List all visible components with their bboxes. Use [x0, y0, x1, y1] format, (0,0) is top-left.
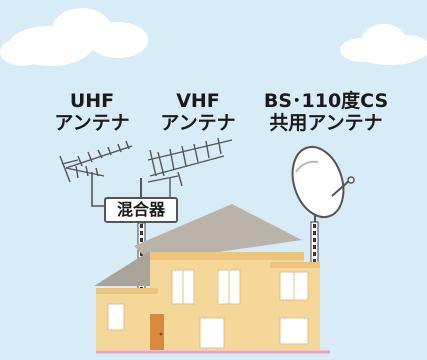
uhf-label-line1: UHF: [69, 90, 115, 112]
vhf-label-line1: VHF: [176, 90, 220, 112]
uhf-feed-cable: [91, 172, 104, 207]
cloud-left: [0, 8, 148, 66]
house: [94, 204, 320, 360]
cloud-right: [340, 24, 427, 65]
vhf-label-line2: アンテナ: [160, 112, 236, 134]
bs-cs-label-line1: BS･110度CS: [263, 90, 389, 112]
bs-cs-label-line2: 共用アンテナ: [269, 112, 383, 134]
uhf-antenna-icon: [59, 140, 133, 183]
uhf-antenna-label: UHF アンテナ: [46, 90, 138, 134]
uhf-label-line2: アンテナ: [54, 112, 130, 134]
bs-cs-dish-icon: [291, 145, 355, 222]
vhf-antenna-icon: [147, 137, 233, 200]
bs-cs-antenna-label: BS･110度CS 共用アンテナ: [246, 90, 406, 134]
ground-strip: [0, 350, 427, 360]
vhf-antenna-label: VHF アンテナ: [152, 90, 244, 134]
mixer-box: 混合器: [104, 197, 178, 223]
